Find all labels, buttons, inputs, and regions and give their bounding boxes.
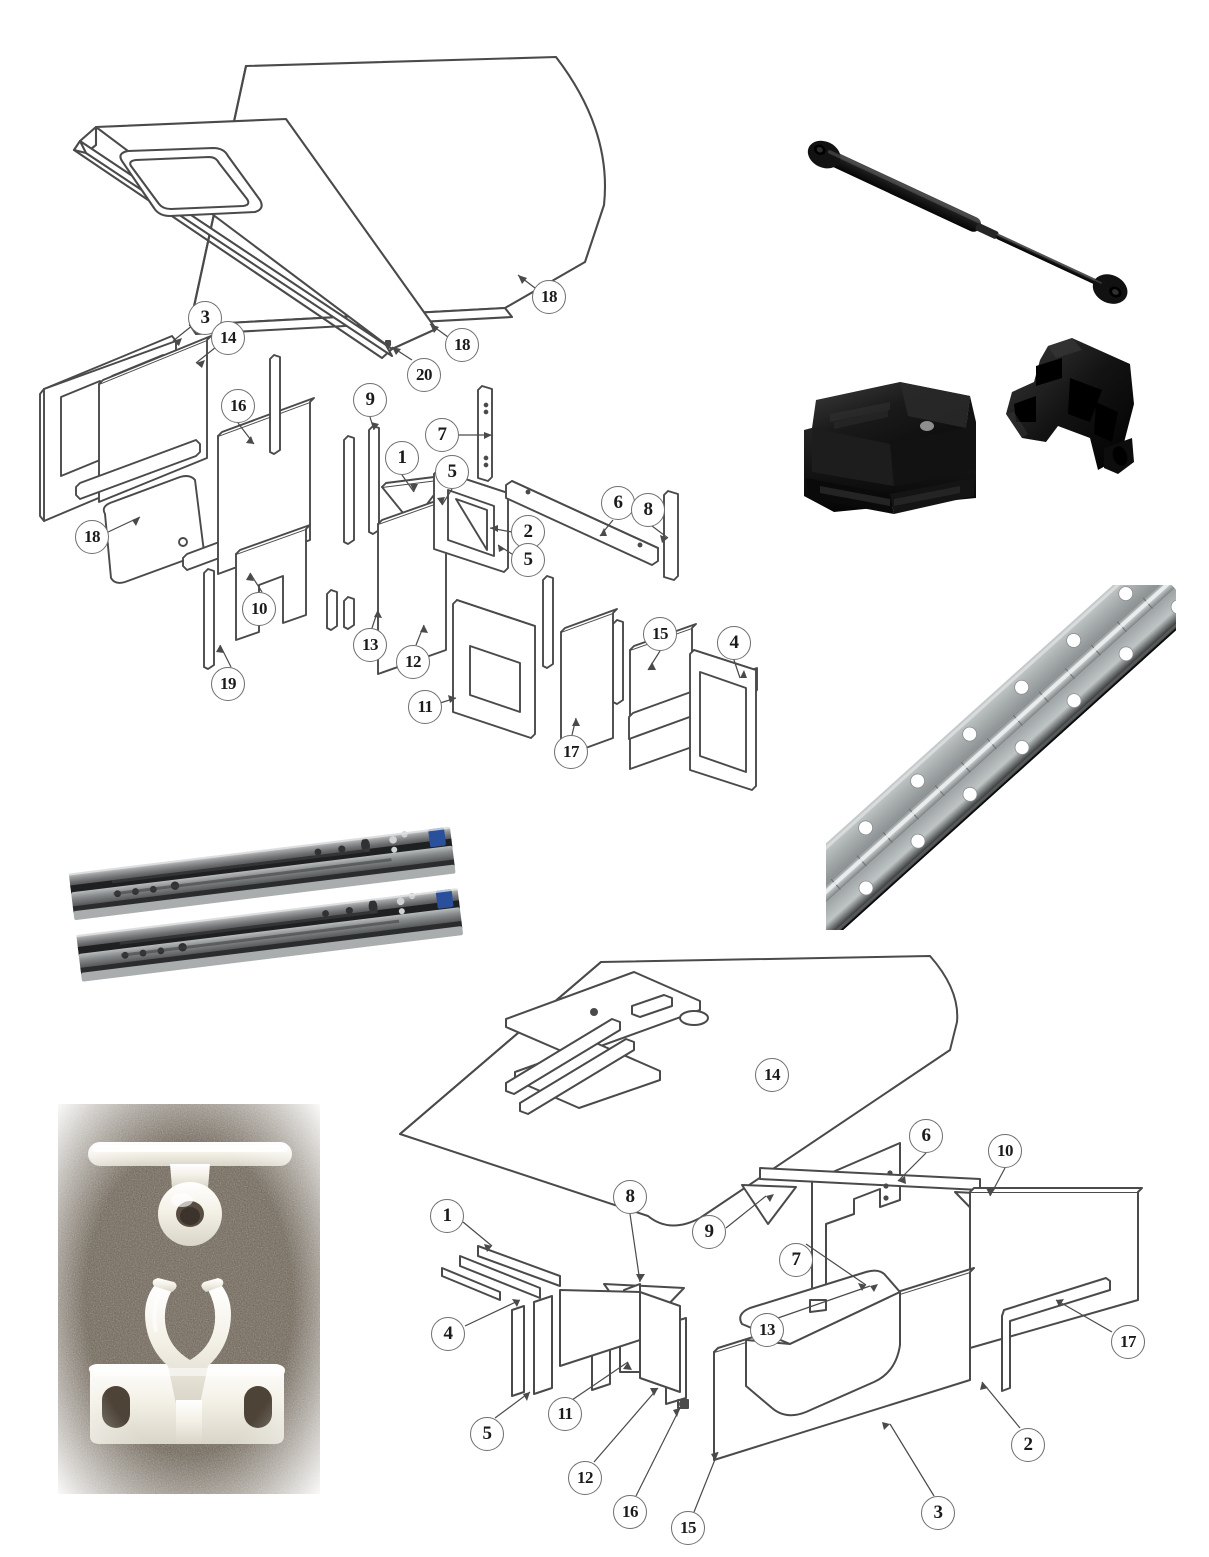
callout-bottom-base-assembly-5: 5 [470, 1417, 504, 1451]
callout-middle-cabinet-assembly-6: 6 [601, 486, 635, 520]
callout-middle-cabinet-assembly-19: 19 [211, 667, 245, 701]
callout-bottom-base-assembly-13: 13 [750, 1313, 784, 1347]
photo-latch-set [790, 330, 1170, 530]
callout-bottom-base-assembly-6: 6 [909, 1119, 943, 1153]
callout-middle-cabinet-assembly-8: 8 [631, 493, 665, 527]
callout-bottom-base-assembly-8: 8 [613, 1180, 647, 1214]
photo-piano-hinge [826, 585, 1176, 930]
callout-middle-cabinet-assembly-10: 10 [242, 592, 276, 626]
callout-top-lid-assembly-18: 18 [532, 280, 566, 314]
callout-middle-cabinet-assembly-9: 9 [353, 383, 387, 417]
callout-middle-cabinet-assembly-18: 18 [75, 520, 109, 554]
callout-top-lid-assembly-20: 20 [407, 358, 441, 392]
photo-gas-strut [768, 100, 1168, 340]
callout-middle-cabinet-assembly-16: 16 [221, 389, 255, 423]
callout-middle-cabinet-assembly-1: 1 [385, 441, 419, 475]
photo-nylon-clips [58, 1104, 320, 1494]
callout-middle-cabinet-assembly-5: 5 [435, 455, 469, 489]
callout-middle-cabinet-assembly-13: 13 [353, 628, 387, 662]
photo-drawer-slides [52, 812, 472, 987]
callout-middle-cabinet-assembly-7: 7 [425, 418, 459, 452]
callout-middle-cabinet-assembly-15: 15 [643, 617, 677, 651]
callout-bottom-base-assembly-15: 15 [671, 1511, 705, 1545]
callout-bottom-base-assembly-9: 9 [692, 1215, 726, 1249]
callout-bottom-base-assembly-3: 3 [921, 1496, 955, 1530]
callout-top-lid-assembly-18: 18 [445, 328, 479, 362]
callout-middle-cabinet-assembly-14: 14 [211, 321, 245, 355]
callout-bottom-base-assembly-4: 4 [431, 1317, 465, 1351]
callout-bottom-base-assembly-12: 12 [568, 1461, 602, 1495]
callout-bottom-base-assembly-10: 10 [988, 1134, 1022, 1168]
callout-bottom-base-assembly-1: 1 [430, 1199, 464, 1233]
callout-bottom-base-assembly-2: 2 [1011, 1428, 1045, 1462]
callout-middle-cabinet-assembly-4: 4 [717, 626, 751, 660]
callout-middle-cabinet-assembly-11: 11 [408, 690, 442, 724]
callout-bottom-base-assembly-7: 7 [779, 1243, 813, 1277]
callout-bottom-base-assembly-14: 14 [755, 1058, 789, 1092]
callout-middle-cabinet-assembly-17: 17 [554, 735, 588, 769]
callout-bottom-base-assembly-17: 17 [1111, 1325, 1145, 1359]
callout-bottom-base-assembly-11: 11 [548, 1397, 582, 1431]
callout-bottom-base-assembly-16: 16 [613, 1495, 647, 1529]
callout-middle-cabinet-assembly-12: 12 [396, 645, 430, 679]
callout-middle-cabinet-assembly-5: 5 [511, 543, 545, 577]
